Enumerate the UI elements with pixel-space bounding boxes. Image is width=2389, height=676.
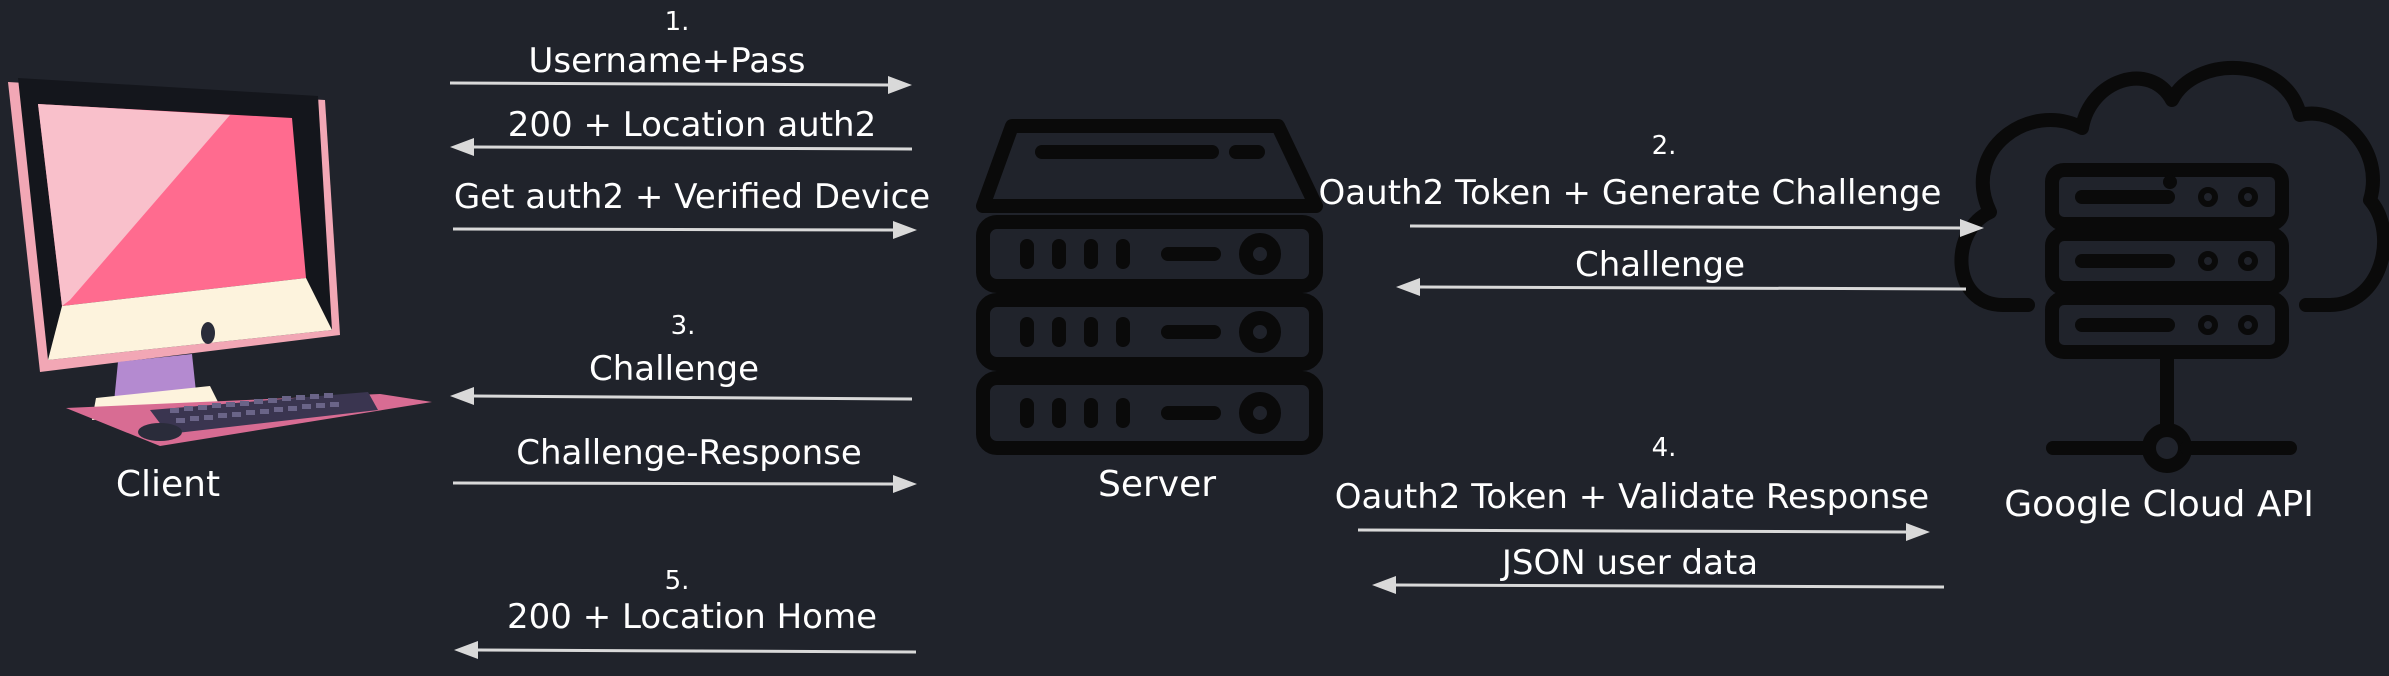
msg-token-validate: Oauth2 Token + Validate Response xyxy=(1335,477,1929,517)
msg-location-home: 200 + Location Home xyxy=(507,597,877,637)
step-4-label: 4. xyxy=(1652,433,1677,463)
msg-username-pass: Username+Pass xyxy=(528,41,805,81)
arrow-username-pass xyxy=(449,76,912,94)
cloud-label: Google Cloud API xyxy=(2004,484,2314,525)
msg-challenge-from-cloud: Challenge xyxy=(1575,245,1745,285)
arrow-challenge-response xyxy=(452,475,917,493)
arrow-location-auth2 xyxy=(450,138,913,156)
step-5-label: 5. xyxy=(665,566,690,596)
arrow-json-user-data xyxy=(1372,576,1945,594)
server-rack-icon xyxy=(976,119,1323,455)
arrow-challenge-from-cloud xyxy=(1396,278,1967,296)
msg-location-auth2: 200 + Location auth2 xyxy=(508,105,877,145)
msg-get-auth2: Get auth2 + Verified Device xyxy=(454,177,930,217)
msg-challenge-response: Challenge-Response xyxy=(516,433,862,473)
arrow-challenge-to-client xyxy=(450,387,913,405)
client-label: Client xyxy=(116,464,220,505)
arrow-token-generate xyxy=(1409,219,1984,237)
msg-challenge-to-client: Challenge xyxy=(589,349,759,389)
step-2-label: 2. xyxy=(1652,131,1677,161)
step-3-label: 3. xyxy=(671,311,696,341)
desktop-computer-icon xyxy=(8,78,432,446)
msg-json-user-data: JSON user data xyxy=(1500,543,1758,583)
arrow-location-home xyxy=(454,641,917,659)
arrow-token-validate xyxy=(1357,523,1930,541)
arrow-get-auth2 xyxy=(452,221,917,239)
step-1-label: 1. xyxy=(665,7,690,37)
server-label: Server xyxy=(1098,464,1216,505)
msg-token-generate: Oauth2 Token + Generate Challenge xyxy=(1319,173,1942,213)
cloud-server-icon xyxy=(1954,60,2389,473)
